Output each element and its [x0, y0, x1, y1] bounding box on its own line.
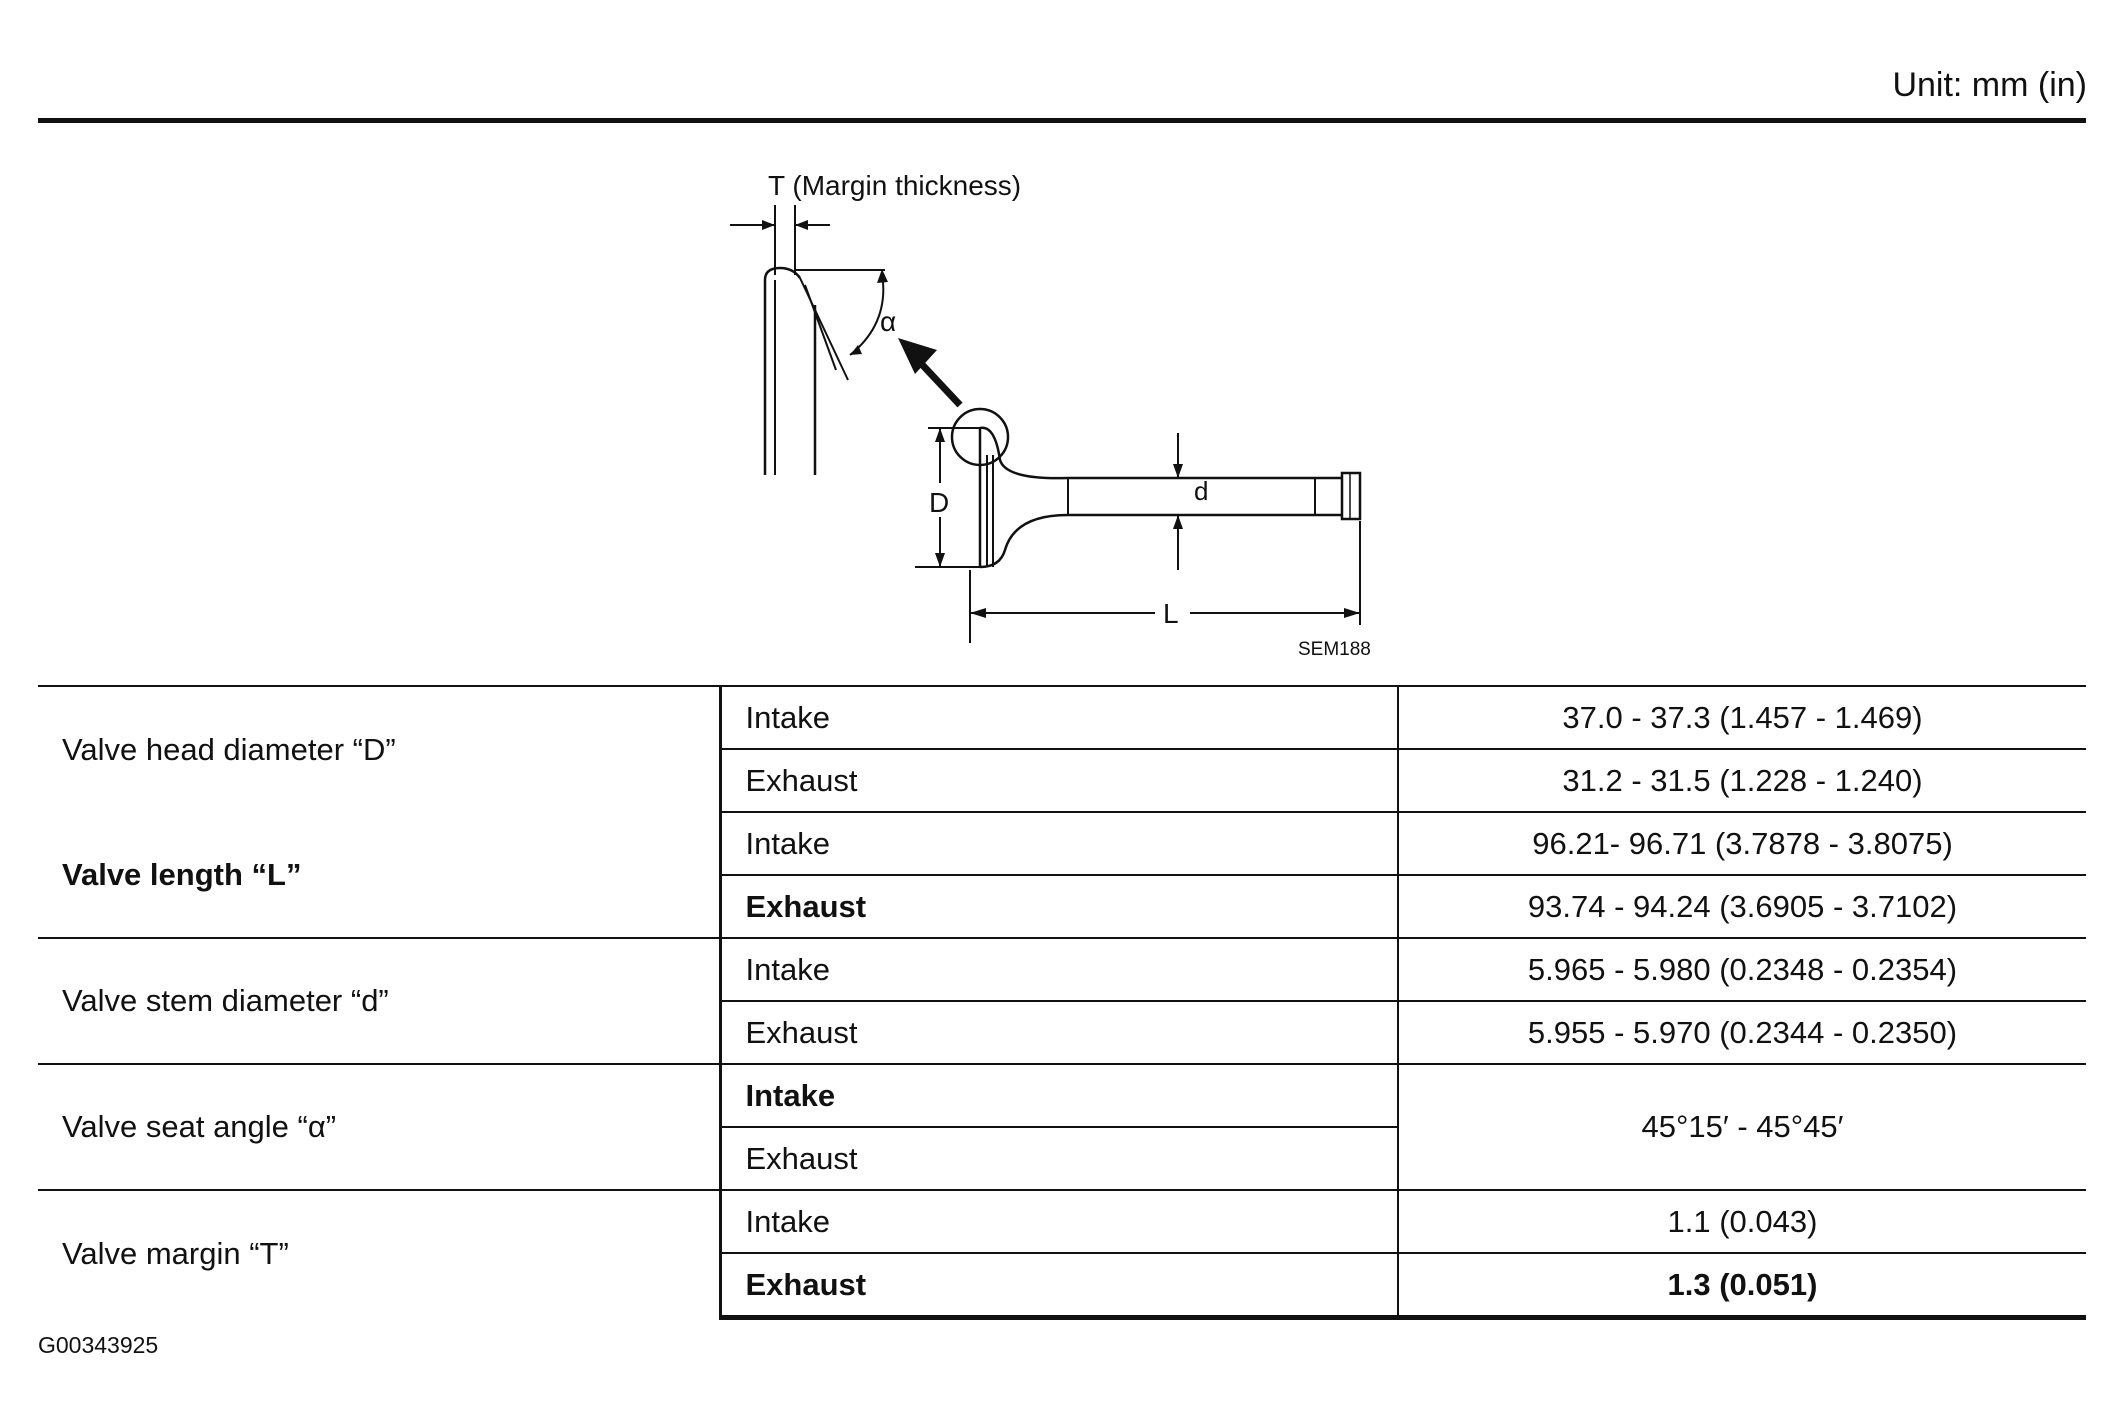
dimension-d-upper: D — [929, 487, 949, 518]
detail-arrow-head — [898, 338, 937, 374]
detail-outline — [763, 266, 802, 475]
cond-intake: Intake — [718, 1189, 1398, 1254]
cond-intake: Intake — [718, 937, 1398, 1002]
value-seat-angle: 45°15′ - 45°45′ — [1397, 1063, 2086, 1190]
valve-head-top — [979, 426, 1069, 480]
table-row: Exhaust 1.3 (0.051) — [38, 1253, 2086, 1320]
l-arrow-left — [970, 608, 986, 618]
d-small-arrow-bottom — [1173, 515, 1183, 529]
alpha-arrow-top — [877, 269, 888, 283]
value-head-diameter-intake: 37.0 - 37.3 (1.457 - 1.469) — [1397, 685, 2086, 750]
alpha-arc — [849, 272, 885, 356]
table-row: Exhaust 93.74 - 94.24 (3.6905 - 3.7102) — [38, 875, 2086, 938]
table-row: Valve stem diameter “d” Intake 5.965 - 5… — [38, 937, 2086, 1064]
figure-ref-code: SEM188 — [1298, 639, 1371, 660]
valve-head-bottom — [979, 513, 1069, 569]
value-head-diameter-exhaust: 31.2 - 31.5 (1.228 - 1.240) — [1397, 749, 2086, 813]
cond-intake: Intake — [718, 685, 1398, 750]
valve-diagram-svg: T (Margin thickness) α — [730, 170, 1371, 660]
document-id: G00343925 — [38, 1332, 159, 1358]
param-valve-length: Valve length “L” — [62, 856, 302, 892]
d-arrow-bottom — [935, 553, 945, 567]
value-stem-diameter-intake: 5.965 - 5.980 (0.2348 - 0.2354) — [1397, 937, 2086, 1002]
d-arrow-top — [935, 428, 945, 442]
param-seat-angle: Valve seat angle “α” — [38, 1063, 720, 1190]
table-row: Exhaust 31.2 - 31.5 (1.228 - 1.240) — [38, 749, 2086, 813]
value-length-intake: 96.21- 96.71 (3.7878 - 3.8075) — [1397, 812, 2086, 876]
value-margin-intake: 1.1 (0.043) — [1397, 1189, 2086, 1254]
table-row: Valve head diameter “D” Intake 37.0 - 37… — [38, 685, 2086, 812]
table-row: Valve margin “T” Intake 1.1 (0.043) — [38, 1189, 2086, 1318]
alpha-arrow-bottom — [850, 345, 862, 355]
l-arrow-right — [1344, 608, 1360, 618]
top-rule — [38, 118, 2086, 123]
param-stem-diameter: Valve stem diameter “d” — [38, 937, 720, 1064]
valve-spec-table: Valve head diameter “D” Intake 37.0 - 37… — [38, 685, 2086, 1320]
value-margin-exhaust: 1.3 (0.051) — [1397, 1253, 2086, 1320]
t-arrow-left — [762, 220, 775, 230]
cond-intake: Intake — [718, 812, 1398, 876]
table-row: Valve length “L” Intake 96.21- 96.71 (3.… — [38, 812, 2086, 892]
detail-seat-2 — [804, 284, 837, 371]
param-head-diameter: Valve head diameter “D” — [38, 685, 720, 812]
unit-label: Unit: mm (in) — [1892, 66, 2087, 104]
cond-exhaust: Exhaust — [718, 1001, 1398, 1064]
cond-exhaust: Exhaust — [718, 1253, 1398, 1320]
valve-stem-tip — [1340, 471, 1362, 521]
table-row: Exhaust — [38, 1127, 2086, 1190]
param-margin: Valve margin “T” — [38, 1189, 720, 1318]
cond-intake: Intake — [718, 1063, 1398, 1128]
dimension-l: L — [1163, 598, 1179, 629]
table-row: Valve seat angle “α” Intake 45°15′ - 45°… — [38, 1063, 2086, 1190]
value-stem-diameter-exhaust: 5.955 - 5.970 (0.2344 - 0.2350) — [1397, 1001, 2086, 1064]
d-small-arrow-top — [1173, 464, 1183, 478]
margin-thickness-label: T (Margin thickness) — [768, 170, 1021, 201]
cond-exhaust: Exhaust — [718, 1127, 1398, 1190]
table-row: Exhaust 5.955 - 5.970 (0.2344 - 0.2350) — [38, 1001, 2086, 1064]
alpha-symbol: α — [880, 306, 896, 337]
dimension-d-lower: d — [1194, 476, 1208, 506]
cond-exhaust: Exhaust — [718, 875, 1398, 938]
cond-exhaust: Exhaust — [718, 749, 1398, 813]
value-length-exhaust: 93.74 - 94.24 (3.6905 - 3.7102) — [1397, 875, 2086, 938]
t-arrow-right — [795, 220, 808, 230]
valve-diagram: T (Margin thickness) α — [700, 155, 1400, 675]
